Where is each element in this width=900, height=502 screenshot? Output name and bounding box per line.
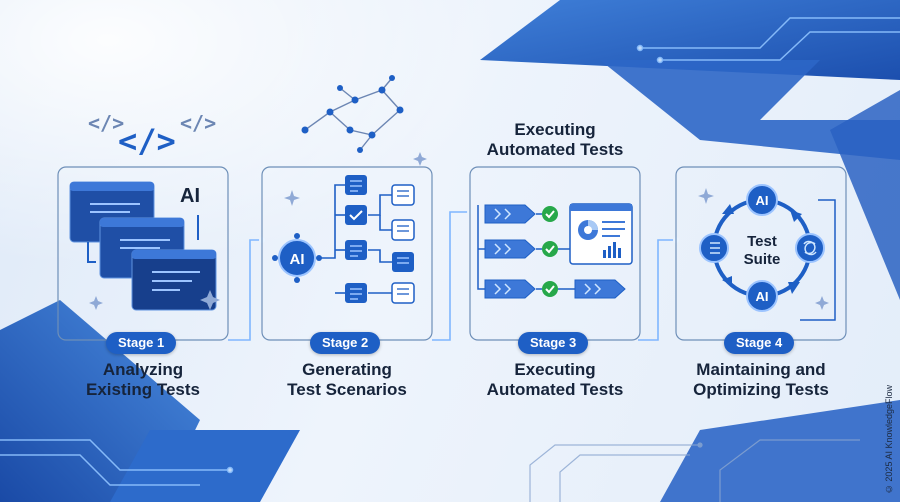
svg-text:</>: </> xyxy=(118,122,176,160)
stage-1-title: Analyzing Existing Tests xyxy=(86,360,200,399)
svg-text:</>: </> xyxy=(88,111,124,135)
test-suite-label-2: Suite xyxy=(744,251,781,268)
stage-4-badge: Stage 4 xyxy=(724,332,795,354)
checklist-icons xyxy=(345,175,415,304)
ai-label: AI xyxy=(180,185,200,207)
check-circle-icon xyxy=(542,206,558,297)
copyright-credit: © 2025 AI KnowledgeFlow xyxy=(884,384,894,494)
code-brackets-icon: </> </> </> xyxy=(88,111,216,160)
svg-text:</>: </> xyxy=(180,111,216,135)
ai-hub-icon xyxy=(272,233,322,283)
stage-3-title: Executing Automated Tests xyxy=(486,360,624,399)
stage-2-badge: Stage 2 xyxy=(310,332,381,354)
stage-2-title: Generating Test Scenarios xyxy=(287,360,407,399)
code-window-icon xyxy=(69,181,217,311)
cycle-icon xyxy=(699,184,825,312)
ai-hub-label: AI xyxy=(290,251,305,268)
stage-1-badge: Stage 1 xyxy=(106,332,177,354)
stage-4-title: Maintaining and Optimizing Tests xyxy=(693,360,829,399)
cycle-node-ai-top: AI xyxy=(756,193,769,208)
pipeline-arrows-icon xyxy=(477,204,626,299)
stage-3-badge: Stage 3 xyxy=(518,332,589,354)
cycle-node-ai-bottom: AI xyxy=(756,289,769,304)
sparkle-icon xyxy=(89,290,220,310)
dashboard-icon xyxy=(569,203,633,265)
top-heading: Executing Automated Tests xyxy=(486,120,624,159)
test-suite-label-1: Test xyxy=(747,233,777,250)
scenario-tree xyxy=(318,184,392,294)
